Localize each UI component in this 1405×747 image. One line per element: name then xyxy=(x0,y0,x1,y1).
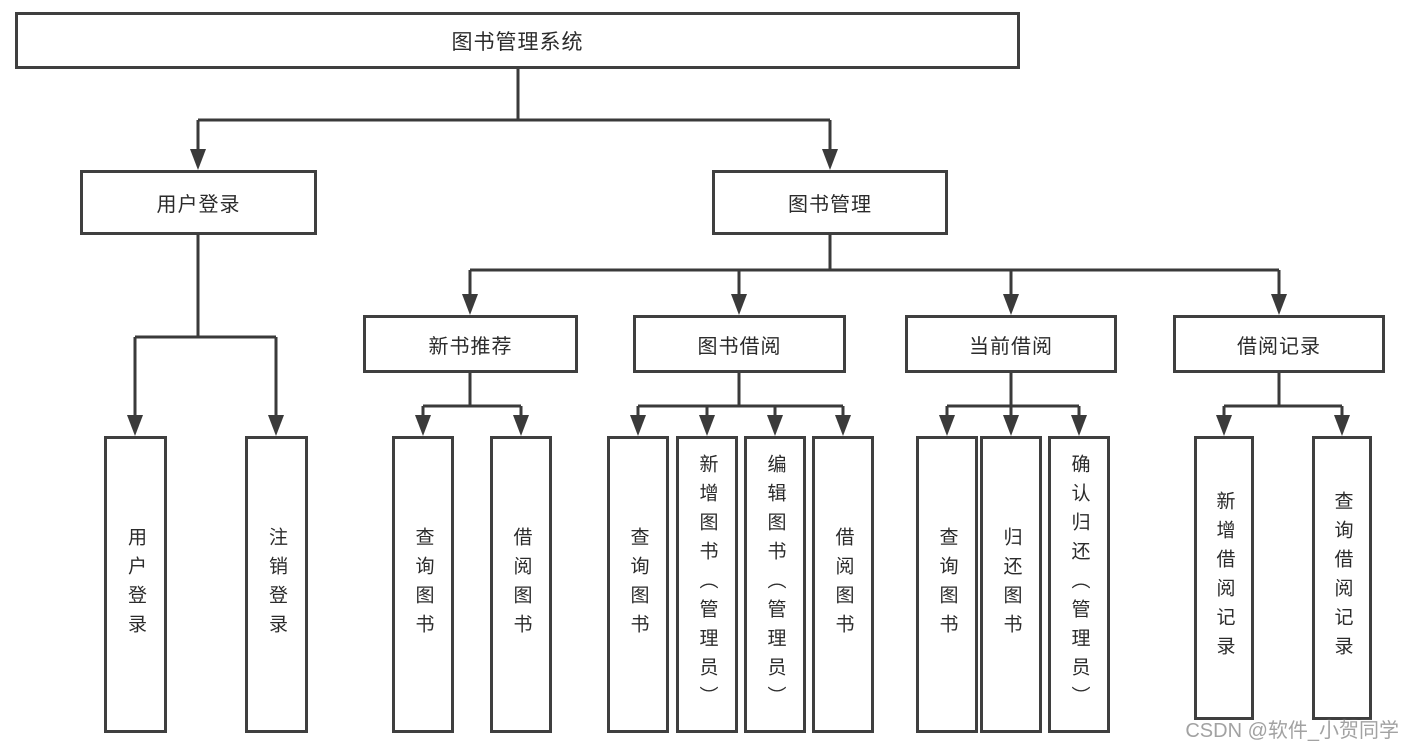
leaf-borrowing-edit-books-admin: 编辑图书（管理员） xyxy=(744,436,806,733)
leaf-newbook-borrow-books: 借阅图书 xyxy=(490,436,552,733)
leaf-current-return-books: 归还图书 xyxy=(980,436,1042,733)
csdn-watermark: CSDN @软件_小贺同学 xyxy=(1185,720,1399,742)
leaf-current-query-books: 查询图书 xyxy=(916,436,978,733)
node-new-book-recommendation-label: 新书推荐 xyxy=(428,335,513,358)
node-book-management-label: 图书管理 xyxy=(788,194,872,216)
leaf-records-add-record-label: 新增借阅记录 xyxy=(1213,491,1235,665)
leaf-user-login: 用户登录 xyxy=(104,436,167,733)
leaf-borrowing-edit-books-admin-label: 编辑图书（管理员） xyxy=(764,454,786,715)
leaf-borrowing-add-books-admin: 新增图书（管理员） xyxy=(676,436,738,733)
leaf-current-confirm-return-admin: 确认归还（管理员） xyxy=(1048,436,1110,733)
leaf-borrowing-borrow-books: 借阅图书 xyxy=(812,436,874,733)
node-borrow-records-label: 借阅记录 xyxy=(1237,335,1321,358)
leaf-newbook-query-books-label: 查询图书 xyxy=(412,526,434,643)
leaf-newbook-borrow-books-label: 借阅图书 xyxy=(510,526,532,643)
leaf-records-add-record: 新增借阅记录 xyxy=(1194,436,1254,720)
node-book-borrowing-label: 图书借阅 xyxy=(697,335,782,358)
node-current-borrowing: 当前借阅 xyxy=(905,315,1117,373)
node-new-book-recommendation: 新书推荐 xyxy=(363,315,578,373)
leaf-newbook-query-books: 查询图书 xyxy=(392,436,454,733)
node-book-management: 图书管理 xyxy=(712,170,948,235)
leaf-borrowing-query-books: 查询图书 xyxy=(607,436,669,733)
node-current-borrowing-label: 当前借阅 xyxy=(969,335,1053,358)
leaf-borrowing-query-books-label: 查询图书 xyxy=(627,526,649,643)
leaf-current-query-books-label: 查询图书 xyxy=(936,526,958,643)
leaf-current-return-books-label: 归还图书 xyxy=(1000,526,1022,643)
leaf-records-query-record-label: 查询借阅记录 xyxy=(1331,491,1353,665)
leaf-user-login-label: 用户登录 xyxy=(125,526,146,643)
leaf-current-confirm-return-admin-label: 确认归还（管理员） xyxy=(1068,454,1090,715)
node-user-login-label: 用户登录 xyxy=(156,194,241,216)
leaf-logout: 注销登录 xyxy=(245,436,308,733)
leaf-borrowing-borrow-books-label: 借阅图书 xyxy=(832,526,854,643)
node-book-borrowing: 图书借阅 xyxy=(633,315,846,373)
leaf-borrowing-add-books-admin-label: 新增图书（管理员） xyxy=(696,454,718,715)
node-user-login: 用户登录 xyxy=(80,170,317,235)
node-root-label: 图书管理系统 xyxy=(451,30,584,54)
leaf-logout-label: 注销登录 xyxy=(266,526,287,643)
leaf-records-query-record: 查询借阅记录 xyxy=(1312,436,1372,720)
node-root: 图书管理系统 xyxy=(15,12,1020,69)
node-borrow-records: 借阅记录 xyxy=(1173,315,1385,373)
